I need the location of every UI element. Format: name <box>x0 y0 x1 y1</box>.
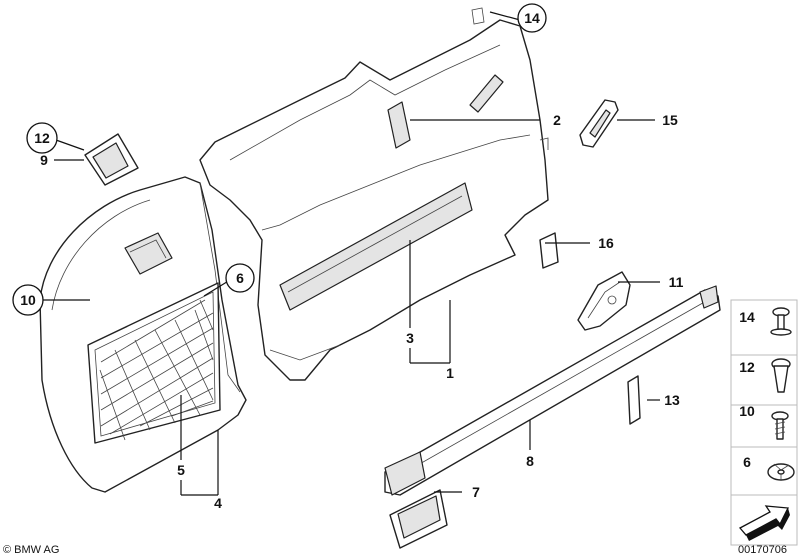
part-11-cover <box>577 271 631 331</box>
main-side-trim <box>199 7 549 381</box>
fastener-label-12: 12 <box>739 359 755 375</box>
rivet-icon <box>770 307 792 336</box>
label-12: 12 <box>34 130 50 146</box>
label-16: 16 <box>598 235 614 251</box>
fastener-panel: 14 12 10 6 <box>730 299 798 546</box>
diagram-number: 00170706 <box>738 544 787 556</box>
label-circle-6 <box>225 263 255 293</box>
fastener-label-10: 10 <box>739 403 755 419</box>
copyright-text: © BMW AG <box>3 544 59 556</box>
label-13: 13 <box>664 392 680 408</box>
leader-lines <box>42 11 660 496</box>
label-8: 8 <box>526 453 534 469</box>
label-10: 10 <box>20 292 36 308</box>
label-6: 6 <box>236 270 244 286</box>
cargo-net <box>87 282 221 444</box>
part-12-clip <box>84 133 139 186</box>
fastener-cell-10 <box>730 404 798 448</box>
part-7-bracket <box>389 489 448 549</box>
part-15-handle <box>579 99 619 148</box>
label-2: 2 <box>553 112 561 128</box>
label-circle-14 <box>517 3 547 33</box>
star-washer-icon <box>767 463 795 481</box>
screw-icon <box>771 411 789 440</box>
label-3: 3 <box>406 330 414 346</box>
label-4: 4 <box>214 495 222 511</box>
fastener-label-14: 14 <box>739 309 755 325</box>
label-14: 14 <box>524 10 540 26</box>
label-11: 11 <box>669 274 684 290</box>
label-1: 1 <box>446 365 454 381</box>
label-circle-10 <box>12 284 44 316</box>
label-15: 15 <box>662 112 678 128</box>
label-5: 5 <box>177 462 185 478</box>
label-9: 9 <box>40 152 48 168</box>
part-16-cover <box>539 232 559 269</box>
push-clip-icon <box>771 358 791 393</box>
fastener-label-6: 6 <box>743 454 751 470</box>
part-8-sill-strip <box>384 285 721 496</box>
label-7: 7 <box>472 484 480 500</box>
label-circle-12 <box>26 122 58 154</box>
direction-arrow-icon <box>738 505 790 541</box>
part-labels: 14 2 15 16 11 3 1 13 8 7 5 4 6 10 12 9 <box>12 3 684 511</box>
part-13-bracket <box>627 375 641 425</box>
